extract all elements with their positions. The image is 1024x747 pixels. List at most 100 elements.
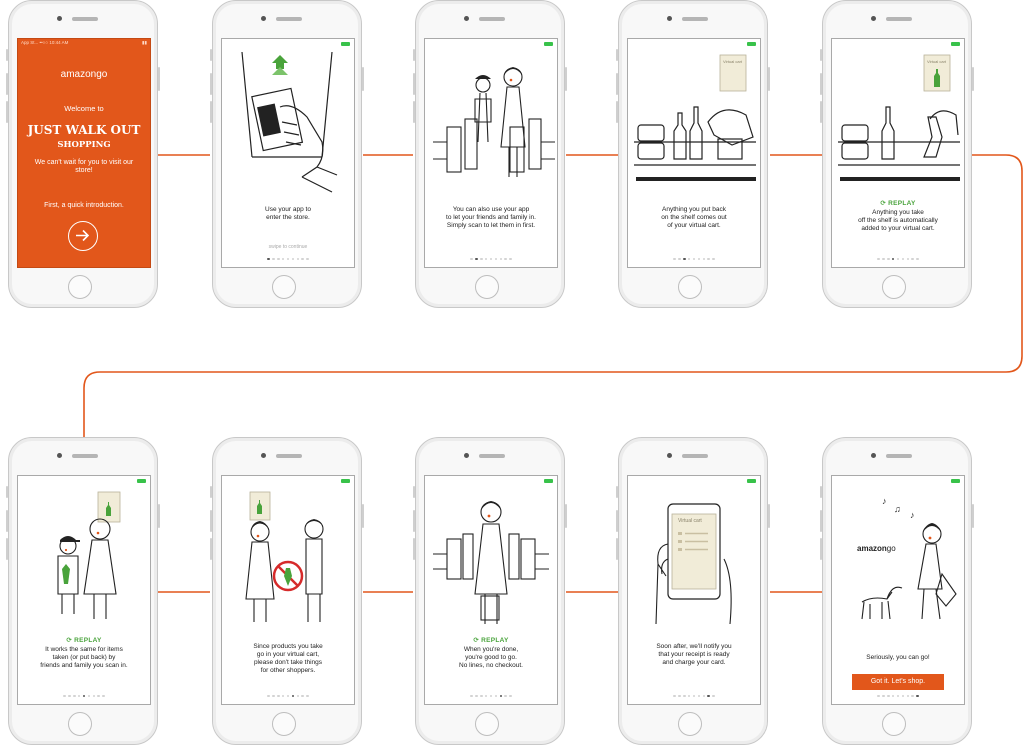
amazon-go-logo: amazongo: [60, 69, 108, 80]
subheadline: SHOPPING: [57, 140, 111, 150]
battery-icon: [341, 42, 350, 46]
replay-button[interactable]: ⟳REPLAY: [66, 637, 102, 644]
replay-button[interactable]: ⟳REPLAY: [880, 200, 916, 207]
front-camera: [871, 16, 876, 21]
home-button[interactable]: [475, 712, 499, 736]
home-button[interactable]: [475, 275, 499, 299]
phone-welcome: App St... ••○○ 10:44 AM ▮▮ amazongo Welc…: [6, 0, 160, 308]
front-camera: [261, 16, 266, 21]
swipe-hint: swipe to continue: [268, 244, 308, 250]
screen-caption: Seriously, you can go!: [866, 654, 930, 661]
onboarding-screen: You can also use your app to let your fr…: [424, 38, 558, 268]
virtual-cart-label: Virtual cart: [678, 518, 702, 524]
screen-caption: You can also use your app to let your fr…: [446, 206, 536, 229]
virtual-cart-label: Virtual cart: [723, 59, 743, 64]
walking-out-illustration: amazongo ♪ ♫ ♪: [857, 496, 957, 620]
welcome-message: We can't wait for you to visit our store…: [34, 159, 134, 174]
home-button[interactable]: [678, 275, 702, 299]
no-sharing-illustration: [245, 491, 324, 622]
phone-you-can-go: amazongo ♪ ♫ ♪ Seriously, you can go! Got …: [820, 437, 974, 745]
phone-enter-store: Use your app to enter the store. swipe t…: [210, 0, 364, 308]
screen-caption: It works the same for items taken (or pu…: [40, 646, 128, 669]
front-camera: [261, 453, 266, 458]
home-button[interactable]: [882, 275, 906, 299]
earpiece: [72, 454, 98, 458]
phone-friends-family: You can also use your app to let your fr…: [413, 0, 567, 308]
onboarding-screen: Virtual cart Anything you put back on th…: [627, 38, 761, 268]
screen-caption: Since products you take go in your virtu…: [253, 643, 323, 674]
onboarding-screen: Virtual cart Soon after, we'll notify yo…: [627, 475, 761, 705]
page-indicator[interactable]: [18, 691, 150, 697]
gate-scan-illustration: [241, 51, 338, 193]
start-shopping-button[interactable]: Got it. Let's shop.: [852, 674, 944, 690]
battery-icon: [341, 479, 350, 483]
screen-caption: Soon after, we'll notify you that your r…: [656, 643, 732, 666]
battery-icon: [951, 479, 960, 483]
onboarding-screen: Virtual cart ⟳REPLAY Anything you take o…: [831, 38, 965, 268]
earpiece: [682, 454, 708, 458]
front-camera: [464, 16, 469, 21]
earpiece: [276, 17, 302, 21]
status-bar: App St... ••○○ 10:44 AM ▮▮: [21, 40, 147, 45]
onboarding-screen: amazongo ♪ ♫ ♪ Seriously, you can go! Got …: [831, 475, 965, 705]
battery-icon: [747, 479, 756, 483]
onboarding-screen: ⟳REPLAY It works the same for items take…: [17, 475, 151, 705]
earpiece: [886, 17, 912, 21]
page-indicator[interactable]: [628, 254, 760, 260]
phone-put-back: Virtual cart Anything you put back on th…: [616, 0, 770, 308]
phone-receipt: Virtual cart Soon after, we'll notify yo…: [616, 437, 770, 745]
welcome-line: Welcome to: [64, 104, 104, 113]
svg-text:♪: ♪: [882, 496, 887, 506]
replay-icon: ⟳: [66, 637, 73, 644]
replay-button[interactable]: ⟳REPLAY: [473, 637, 509, 644]
replay-icon: ⟳: [473, 637, 480, 644]
status-text: App St... ••○○ 10:44 AM: [21, 40, 69, 45]
battery-icon: [137, 479, 146, 483]
onboarding-screen: ⟳REPLAY When you're done, you're good to…: [424, 475, 558, 705]
family-shopping-illustration: [57, 491, 121, 619]
receipt-phone-illustration: Virtual cart: [655, 503, 732, 625]
screen-caption: Anything you take off the shelf is autom…: [858, 209, 938, 232]
virtual-cart-label: Virtual cart: [927, 59, 947, 64]
headline: JUST WALK OUT: [27, 123, 141, 137]
phone-family-items: ⟳REPLAY It works the same for items take…: [6, 437, 160, 745]
front-camera: [871, 453, 876, 458]
shelf-take-illustration: Virtual cart: [838, 54, 960, 181]
earpiece: [479, 454, 505, 458]
home-button[interactable]: [882, 712, 906, 736]
earpiece: [276, 454, 302, 458]
svg-text:♪: ♪: [910, 510, 915, 520]
earpiece: [886, 454, 912, 458]
amazon-go-logo: amazongo: [857, 544, 896, 553]
earpiece: [479, 17, 505, 21]
home-button[interactable]: [68, 275, 92, 299]
onboarding-screen: Since products you take go in your virtu…: [221, 475, 355, 705]
family-gate-illustration: [433, 67, 555, 177]
page-indicator[interactable]: [425, 254, 557, 260]
page-indicator[interactable]: [425, 691, 557, 697]
front-camera: [464, 453, 469, 458]
front-camera: [57, 453, 62, 458]
replay-icon: ⟳: [880, 200, 887, 207]
next-button[interactable]: [68, 221, 98, 251]
home-button[interactable]: [68, 712, 92, 736]
exit-gate-illustration: [433, 501, 549, 624]
page-indicator[interactable]: [222, 254, 354, 260]
page-indicator[interactable]: [222, 691, 354, 697]
welcome-screen: App St... ••○○ 10:44 AM ▮▮ amazongo Welc…: [17, 38, 151, 268]
phone-take-off: Virtual cart ⟳REPLAY Anything you take o…: [820, 0, 974, 308]
battery-icon: [951, 42, 960, 46]
page-indicator[interactable]: [832, 691, 964, 697]
earpiece: [682, 17, 708, 21]
battery-icon: [544, 42, 553, 46]
page-indicator[interactable]: [628, 691, 760, 697]
phone-dont-take: Since products you take go in your virtu…: [210, 437, 364, 745]
home-button[interactable]: [272, 275, 296, 299]
home-button[interactable]: [678, 712, 702, 736]
intro-text: First, a quick introduction.: [44, 202, 124, 209]
svg-text:♫: ♫: [894, 504, 901, 514]
home-button[interactable]: [272, 712, 296, 736]
page-indicator[interactable]: [832, 254, 964, 260]
battery-icon: [747, 42, 756, 46]
front-camera: [57, 16, 62, 21]
